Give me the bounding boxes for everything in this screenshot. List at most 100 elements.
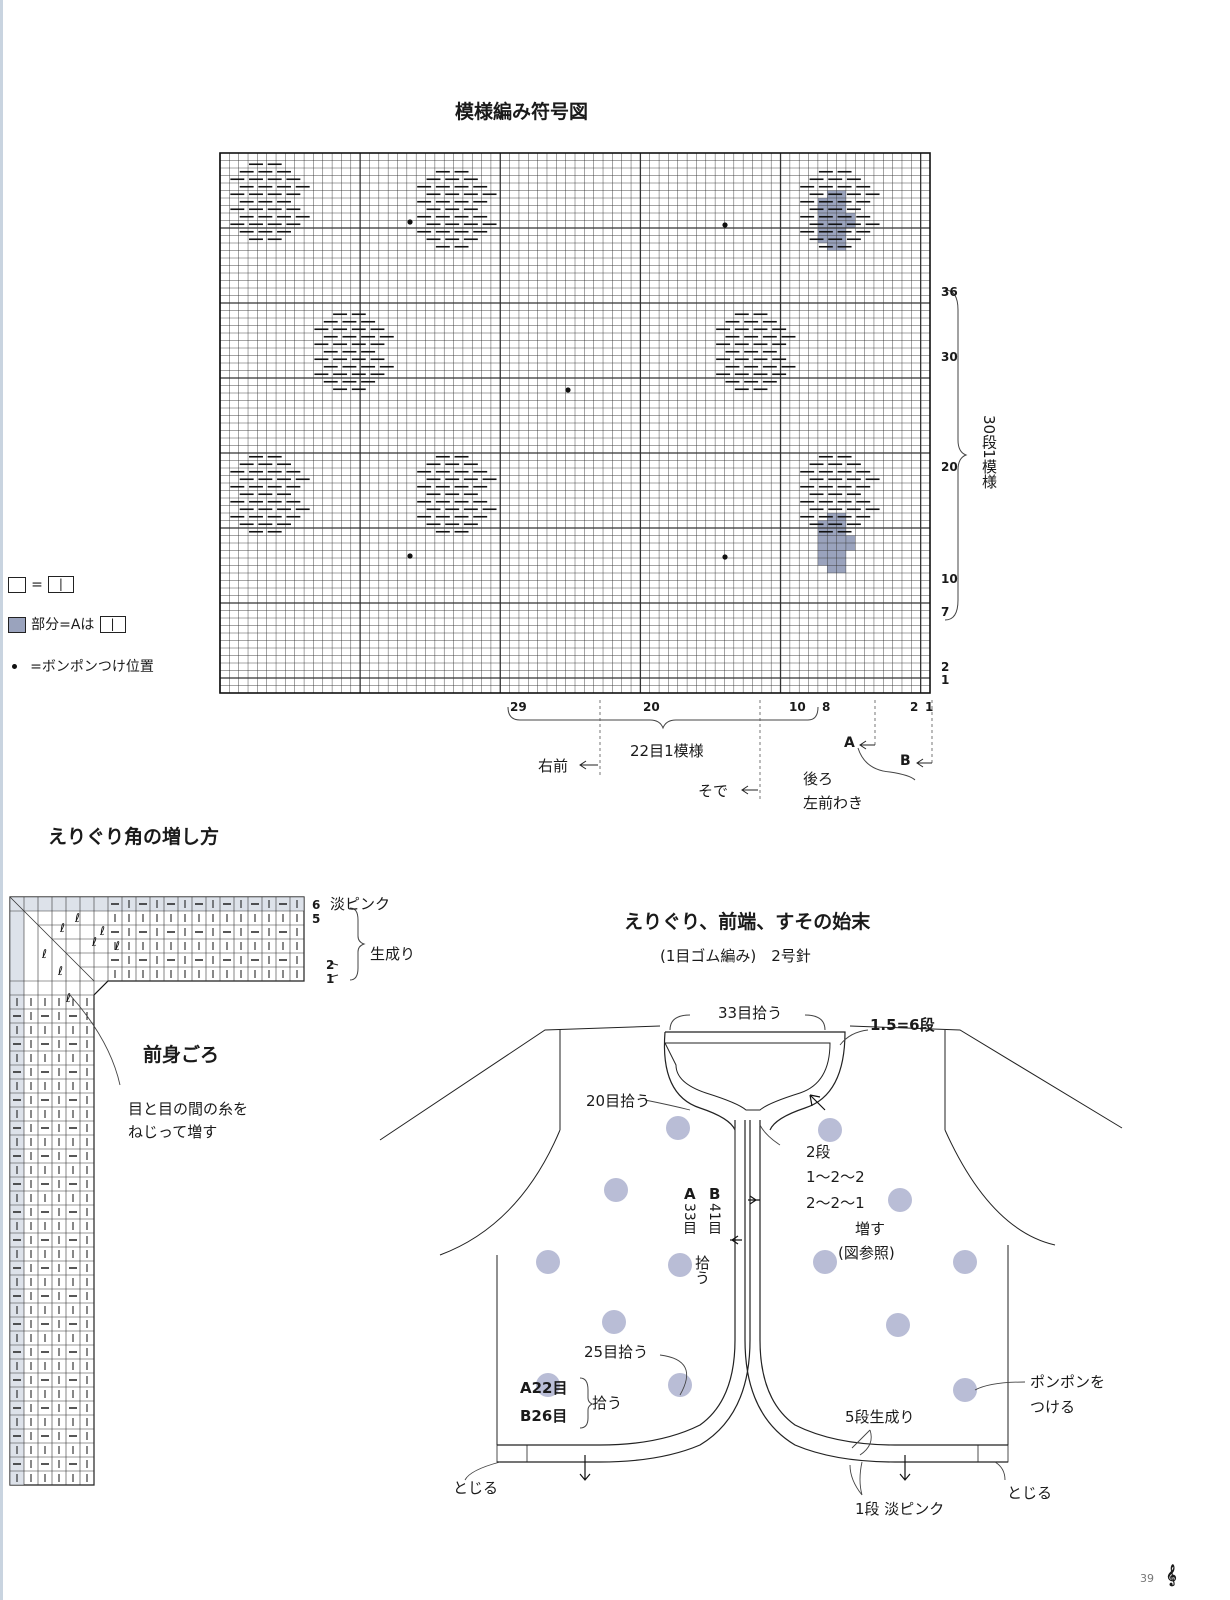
twist-increase-symbol: ℓ	[65, 991, 71, 1005]
pompom	[668, 1253, 692, 1277]
shaded-cell	[817, 543, 828, 551]
pick25-leader	[659, 1354, 688, 1396]
hem-b-label: B26目	[520, 1407, 568, 1425]
section-brace	[857, 747, 916, 781]
corner-color-pink: 淡ピンク	[330, 895, 391, 913]
pompom-label: ポンポンを つける	[1030, 1373, 1106, 1416]
pompom-position-dot	[565, 387, 571, 393]
corner-row-2: 2	[326, 958, 335, 972]
bind-right-label: とじる	[1007, 1484, 1053, 1502]
hem-brace	[579, 1377, 594, 1429]
neckband-outer-left	[663, 1031, 736, 1131]
rows-note-leader	[839, 1029, 869, 1046]
ecru-5-label: 5段生成り	[845, 1408, 915, 1426]
shaded-cell	[836, 558, 846, 566]
shaded-cell	[827, 550, 837, 558]
twist-increase-symbol: ℓ	[91, 935, 97, 949]
shaded-cell	[845, 535, 856, 543]
right-front-arrow-head	[579, 760, 587, 770]
inc-ref-label: (図参照)	[838, 1244, 895, 1262]
legend-dot: =ボンポンつけ位置	[12, 656, 154, 676]
pick-20-label: 20目拾う	[586, 1092, 651, 1110]
hem-a-label: A22目	[520, 1379, 568, 1397]
ecru5-leader	[851, 1429, 872, 1456]
left-sleeve-seam	[439, 1129, 561, 1256]
right-front-label: 右前	[538, 757, 569, 775]
sleeve-arrow-head	[741, 785, 749, 795]
col-repeat-label: 22目1模様	[630, 742, 704, 760]
a-arrow-head	[859, 740, 867, 750]
shaded-cell	[817, 550, 828, 558]
shaded-cell	[827, 535, 837, 543]
row-label-20: 20	[941, 460, 958, 474]
pompom-leader	[974, 1381, 1026, 1391]
pompom-position-dot	[407, 553, 413, 559]
row-label-1: 1	[941, 673, 950, 687]
back-label: 後ろ	[803, 770, 834, 788]
finish-title: えりぐり、前端、すその始末	[624, 911, 871, 933]
legend-shaded-text: 部分=Aは	[31, 617, 95, 633]
pick-25-label: 25目拾う	[584, 1343, 649, 1361]
bind-left-leader	[464, 1461, 501, 1481]
bind-left-label: とじる	[453, 1479, 499, 1497]
row-repeat-brace	[944, 289, 968, 621]
pompom-position-dot	[722, 554, 728, 560]
legend-dot-text: =ボンポンつけ位置	[30, 659, 154, 675]
hem-arrow-right	[899, 1455, 911, 1481]
increase-leader	[69, 994, 121, 1086]
left-front-band-outer	[497, 1120, 751, 1463]
back-neck-inner	[664, 1042, 831, 1111]
shaded-cell	[817, 535, 828, 543]
col-label-1: 1	[925, 700, 934, 714]
col-label-8: 8	[822, 700, 831, 714]
pink1-leader	[849, 1461, 863, 1496]
neck-arrow	[809, 1094, 826, 1111]
pick-a-value: 33目	[681, 1203, 697, 1235]
pick-a-head: A	[684, 1185, 696, 1203]
pompom	[886, 1313, 910, 1337]
corner-body-label: 前身ごろ	[143, 1044, 220, 1066]
inc-rows-label: 2段	[806, 1143, 831, 1161]
shaded-cell	[836, 565, 846, 573]
neckband-outer-right	[665, 1031, 846, 1131]
pompom	[668, 1373, 692, 1397]
page-number: 39	[1140, 1572, 1154, 1585]
left-front-side-label: 左前わき	[803, 794, 864, 812]
corner-color-ecru: 生成り	[370, 945, 416, 963]
grid-lines	[219, 152, 931, 694]
pick-b-head: B	[709, 1185, 721, 1203]
pompom	[666, 1116, 690, 1140]
corner-row-5: 5	[312, 912, 321, 926]
rows-note-label: 1.5=6段	[870, 1016, 935, 1034]
pink-1-label: 1段 淡ピンク	[855, 1500, 945, 1518]
col-repeat-brace	[507, 706, 819, 730]
legend-shaded-swatch	[8, 616, 26, 633]
pompom-position-dot	[407, 219, 413, 225]
finish-subtitle: (1目ゴム編み) 2号針	[660, 947, 811, 965]
shaded-cell	[836, 543, 846, 551]
twist-increase-symbol: ℓ	[41, 947, 47, 961]
band-arrow-left	[730, 1235, 742, 1245]
section-b-label: B	[900, 753, 911, 769]
chart-title: 模様編み符号図	[455, 101, 589, 123]
corner-title: えりぐり角の増し方	[48, 826, 220, 848]
bind-right-leader	[994, 1461, 1006, 1481]
row-label-2: 2	[941, 660, 950, 674]
shaded-cell	[836, 535, 846, 543]
inc-seq-a: 1〜2〜2	[806, 1168, 865, 1186]
right-front-band-inner	[759, 1120, 1008, 1446]
corner-row-6: 6	[312, 898, 321, 912]
row-label-7: 7	[941, 605, 950, 619]
hem-arrow-left	[579, 1455, 591, 1481]
twist-increase-symbol: ℓ	[59, 921, 65, 935]
band-arrow-right	[748, 1195, 760, 1205]
twist-increase-symbol: ℓ	[99, 924, 105, 938]
shaded-cell	[827, 543, 837, 551]
right-front-band-outer	[744, 1120, 1008, 1463]
pick33-brace	[669, 1014, 826, 1031]
twist-increase-symbol: ℓ	[74, 911, 80, 925]
pick-33-label: 33目拾う	[718, 1004, 783, 1022]
right-shoulder-line	[849, 1025, 1123, 1129]
